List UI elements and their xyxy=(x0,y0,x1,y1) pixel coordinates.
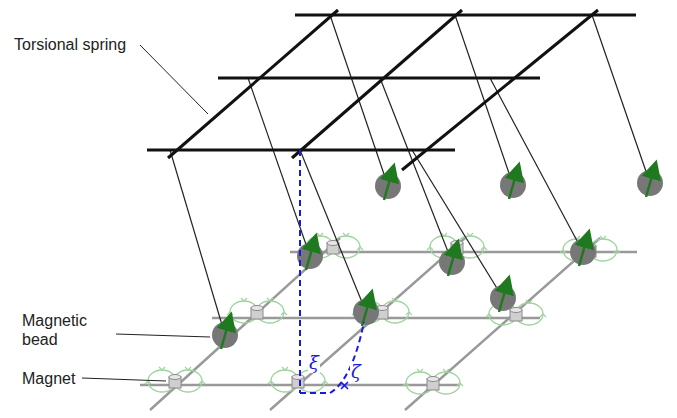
part-label: Magnet xyxy=(22,369,75,388)
angle-symbol: ξ xyxy=(308,353,320,373)
angle-symbol: ζ xyxy=(350,362,362,382)
part-label: Magnetic bead xyxy=(22,311,112,349)
part-label: Torsional spring xyxy=(14,35,126,54)
